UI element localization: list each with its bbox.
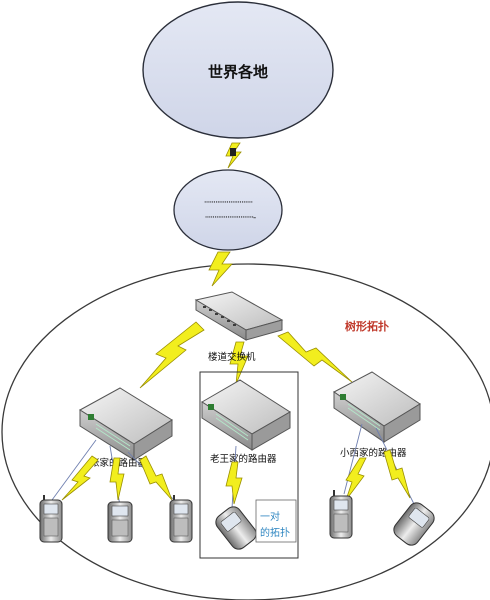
- isp-ellipse: ·························· ·············…: [173, 169, 283, 251]
- link-bolt-cloud-isp: [225, 142, 242, 169]
- switch-label: 楼道交换机: [208, 351, 256, 363]
- tree-topology-ellipse: [1, 263, 490, 600]
- isp-dots-line2: ··························-: [205, 213, 256, 223]
- link-bolt-right-phone1: [345, 457, 367, 501]
- internet-cloud: 世界各地: [142, 1, 334, 139]
- isp-dots-line1: ··························: [204, 198, 253, 208]
- p2p-topology-box: [199, 371, 299, 559]
- link-bolt-switch-left-router: [139, 321, 205, 389]
- link-bolt-center-phone: [225, 461, 243, 505]
- flip-phone-icon: [393, 502, 435, 546]
- router-center-label: 老王家的路由器: [210, 453, 277, 465]
- cloud-label: 世界各地: [208, 63, 268, 81]
- link-bolt-left-phone1: [61, 455, 99, 501]
- mobile-phone-icon: [329, 490, 353, 539]
- p2p-label-line2: 的拓扑: [260, 526, 290, 539]
- mobile-phone-icon: [107, 501, 133, 543]
- mobile-phone-icon: [169, 495, 193, 543]
- link-bolt-left-phone2: [109, 457, 125, 501]
- router-right-label: 小西家的路由器: [340, 447, 407, 459]
- link-bolt-switch-right-router: [277, 331, 353, 383]
- p2p-label-box: [255, 499, 297, 543]
- router-right: [333, 371, 421, 443]
- link-bolt-right-phone2: [383, 449, 411, 499]
- flip-phone-icon: [215, 506, 257, 550]
- link-bolt-isp-switch: [208, 251, 233, 287]
- router-left: [79, 387, 173, 461]
- router-center: [201, 379, 291, 451]
- mobile-phone-icon: [39, 495, 63, 543]
- link-bolt-left-phone3: [139, 455, 173, 501]
- p2p-label-line1: 一对: [260, 510, 280, 523]
- tree-topology-label: 树形拓扑: [345, 319, 389, 333]
- building-switch: [194, 291, 284, 341]
- link-bolt-switch-center-router: [229, 341, 249, 385]
